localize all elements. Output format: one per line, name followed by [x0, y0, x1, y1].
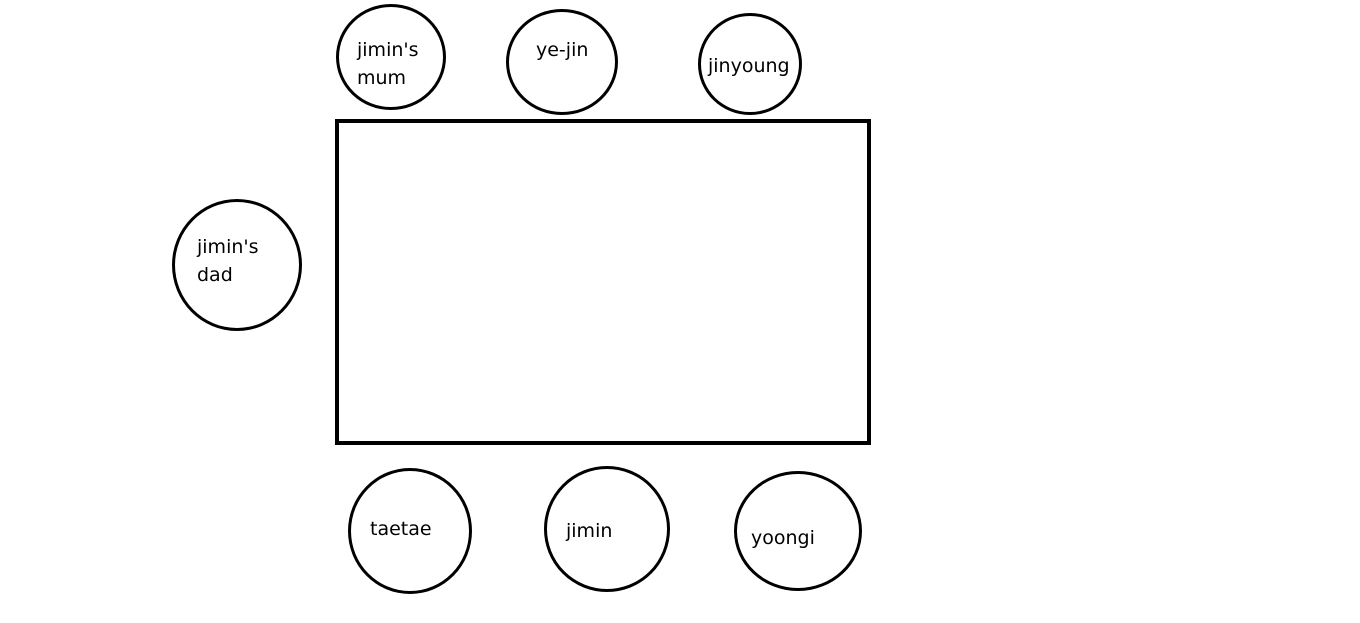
- seat-label-top-left: jimin's mum: [357, 39, 419, 89]
- seat-label-bottom-middle: jimin: [566, 520, 613, 542]
- seat-label-bottom-right: yoongi: [751, 527, 815, 549]
- seat-top-middle: ye-jin: [506, 9, 618, 115]
- seat-bottom-right: yoongi: [734, 471, 862, 591]
- dining-table: [335, 119, 871, 445]
- seat-bottom-left: taetae: [348, 468, 472, 594]
- seat-top-left: jimin's mum: [336, 4, 446, 110]
- seat-top-right: jinyoung: [698, 13, 802, 115]
- seat-left: jimin's dad: [172, 199, 302, 331]
- seat-label-left: jimin's dad: [197, 236, 259, 286]
- seat-label-top-middle: ye-jin: [536, 39, 589, 61]
- seat-label-top-right: jinyoung: [708, 55, 790, 77]
- seat-label-bottom-left: taetae: [370, 518, 432, 540]
- seat-bottom-middle: jimin: [544, 466, 670, 592]
